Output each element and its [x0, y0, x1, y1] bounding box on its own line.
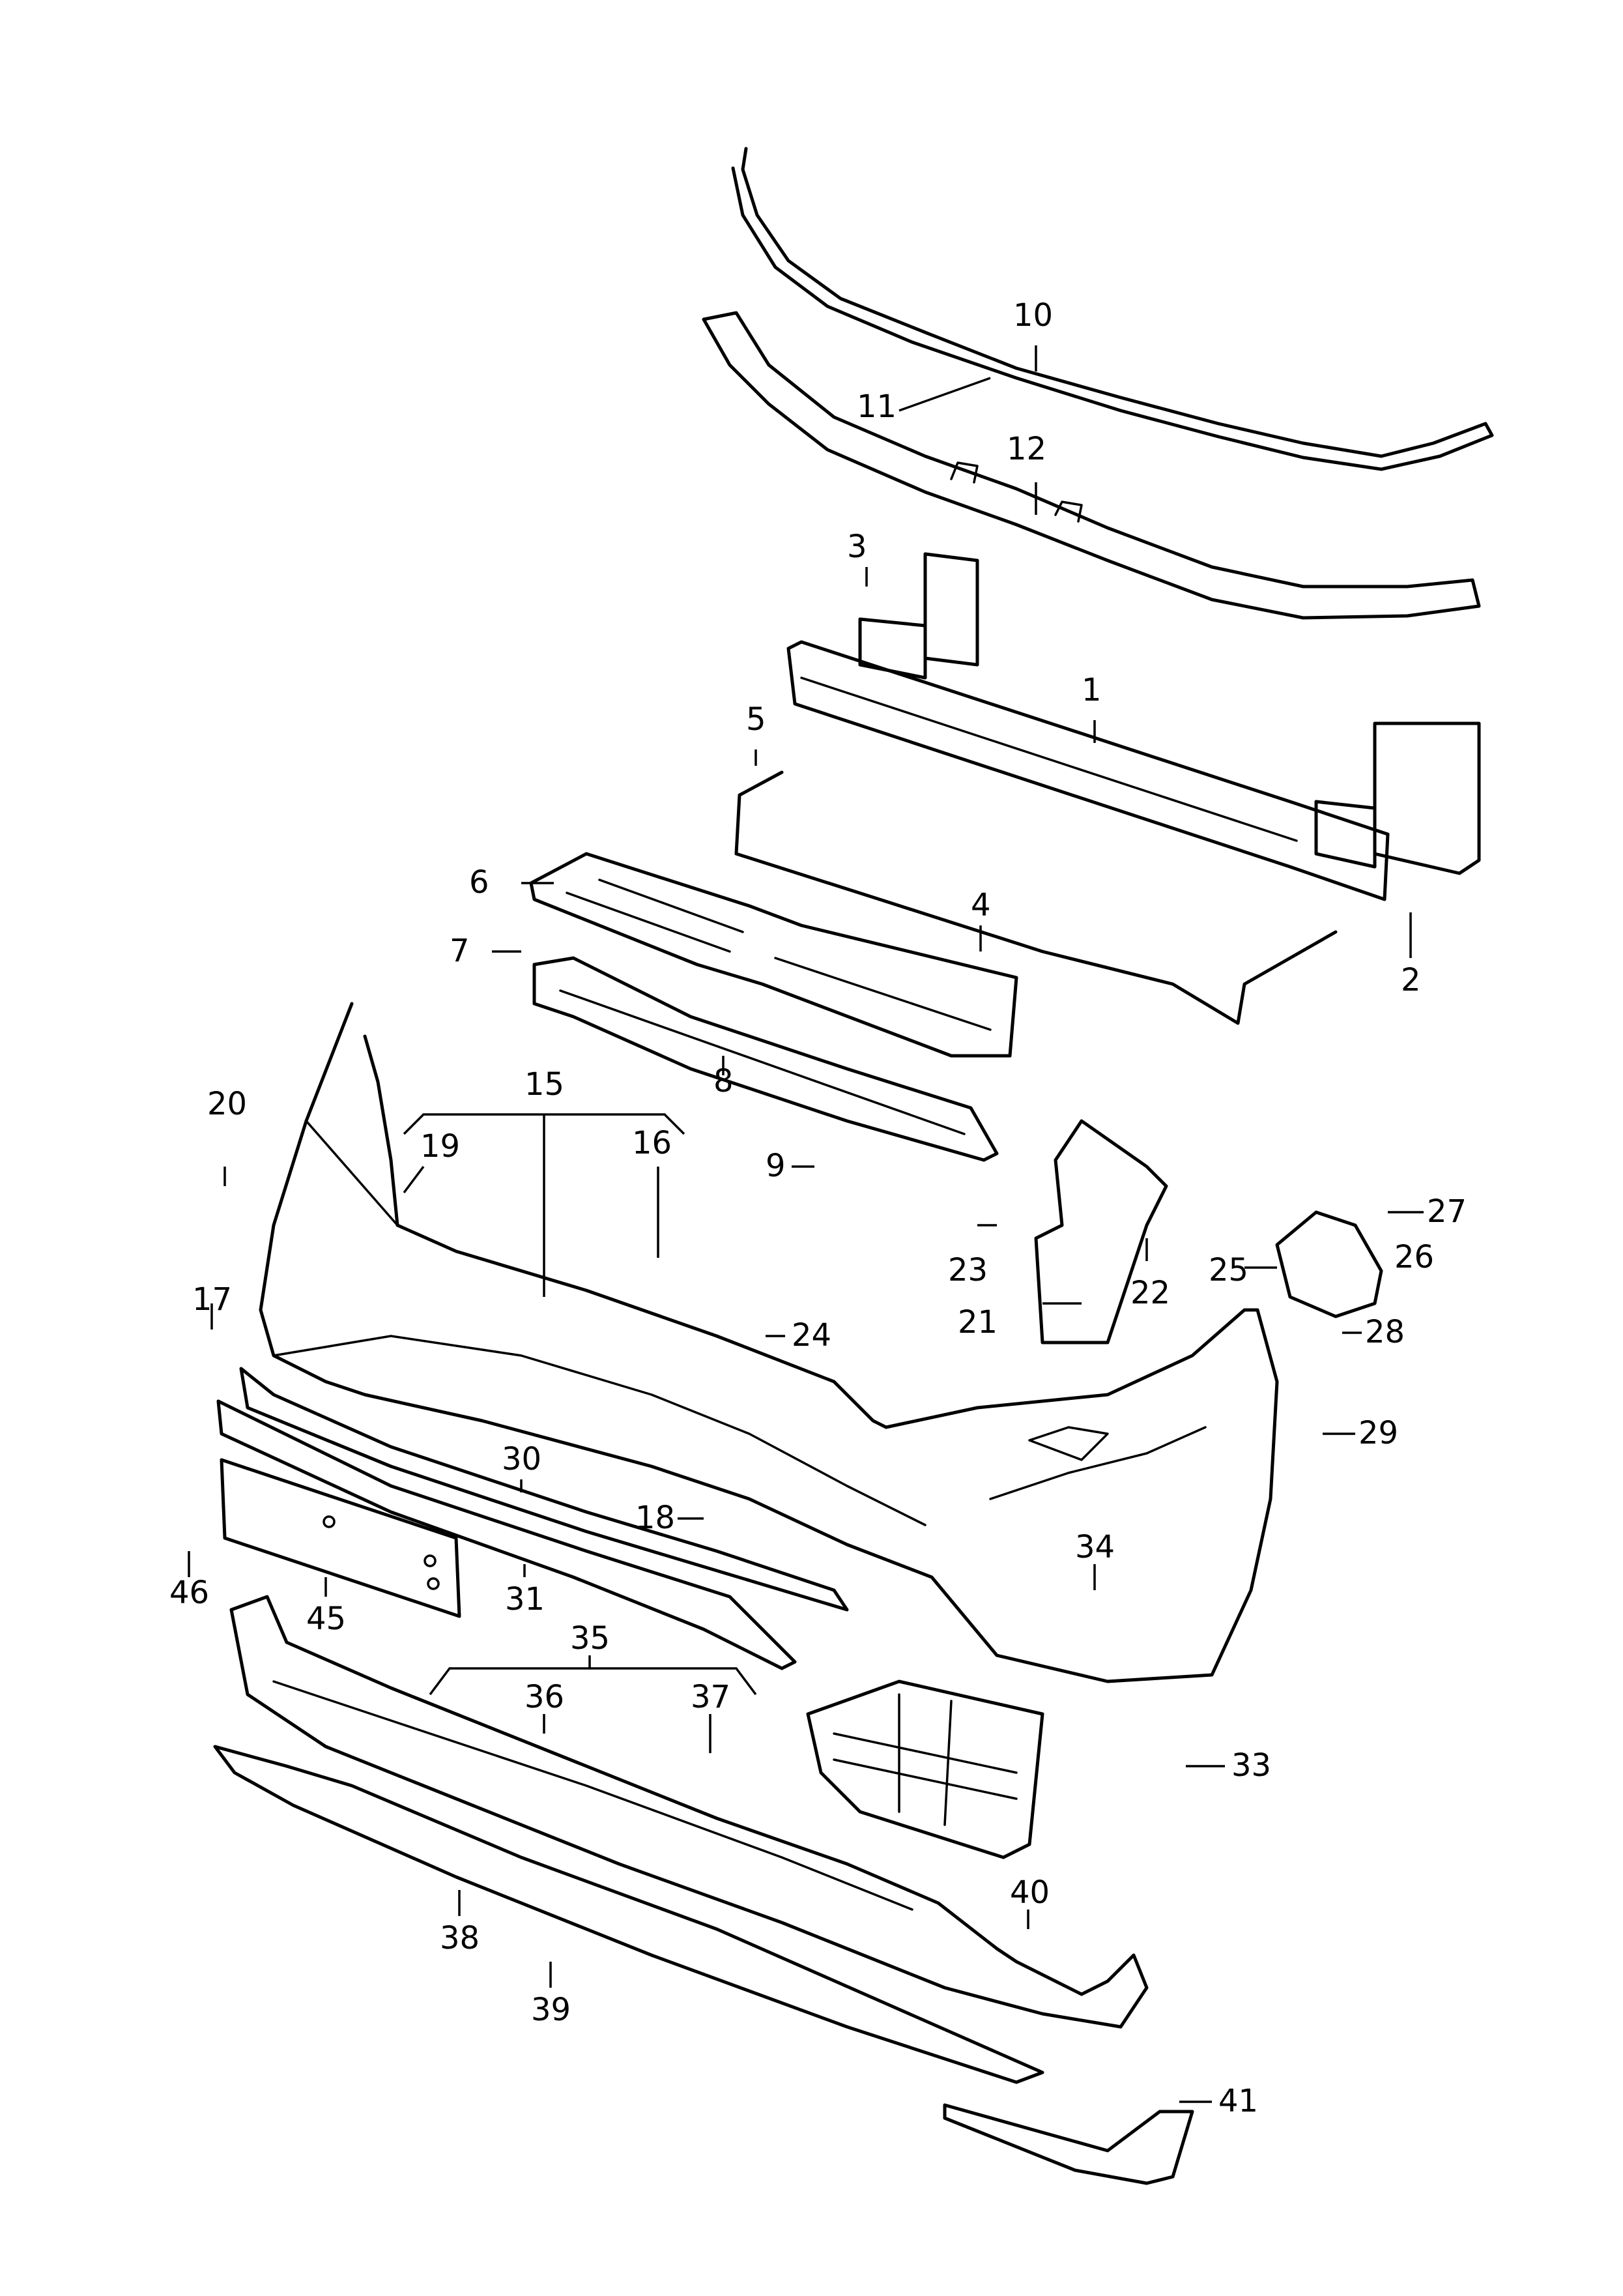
part-41-side-trim: [943, 2103, 1194, 2185]
part-15-bumper-cover: [259, 1002, 1279, 1683]
callout-39: 39: [531, 1992, 571, 2028]
callout-24: 24: [792, 1317, 831, 1354]
callout-27: 27: [1427, 1193, 1467, 1230]
callout-4: 4: [971, 887, 991, 923]
part-8-lower-absorber: [532, 956, 999, 1162]
callout-25: 25: [1209, 1252, 1248, 1288]
callout-5: 5: [746, 701, 766, 738]
part-38-spoiler: [213, 1745, 1044, 2084]
callout-38: 38: [440, 1920, 480, 1956]
callout-34: 34: [1075, 1529, 1115, 1565]
callout-26: 26: [1394, 1239, 1434, 1275]
callout-11: 11: [857, 388, 897, 425]
part-30-31-trim-strips: [216, 1367, 849, 1670]
callout-6: 6: [469, 864, 489, 901]
callout-23: 23: [948, 1252, 988, 1288]
part-33-fog-grille: [806, 1679, 1044, 1859]
callout-28: 28: [1365, 1314, 1405, 1350]
part-25-side-bracket: [1275, 1210, 1383, 1318]
callout-45: 45: [306, 1601, 346, 1637]
callout-12: 12: [1007, 431, 1046, 467]
callout-29: 29: [1358, 1415, 1398, 1451]
part-12-guide-profile: [702, 311, 1481, 620]
callout-2: 2: [1401, 962, 1421, 998]
part-4-wire-bracket: [734, 770, 1338, 1025]
callout-41: 41: [1218, 2083, 1258, 2119]
callout-17: 17: [192, 1281, 232, 1318]
part-21-side-bracket: [1034, 1119, 1168, 1344]
callout-31: 31: [505, 1581, 545, 1618]
callout-36: 36: [524, 1679, 564, 1715]
callout-30: 30: [502, 1441, 541, 1477]
callout-labels: 10 11 12 3 1 5 2 4 6 7 8 9 15 16 19 20 1…: [169, 297, 1467, 2119]
callout-35: 35: [570, 1620, 610, 1657]
callout-9: 9: [766, 1148, 786, 1184]
callout-3: 3: [847, 529, 867, 565]
callout-21: 21: [958, 1304, 998, 1341]
callout-22: 22: [1130, 1275, 1170, 1311]
callout-33: 33: [1231, 1747, 1271, 1784]
callout-15: 15: [524, 1066, 564, 1103]
callout-10: 10: [1013, 297, 1053, 334]
callout-20: 20: [207, 1086, 247, 1122]
callout-37: 37: [691, 1679, 730, 1715]
part-1-bumper-cross-member: [786, 552, 1481, 901]
leader-lines: [188, 345, 1424, 2103]
part-45-licence-plate-bracket: [220, 1458, 461, 1618]
callout-18: 18: [635, 1500, 675, 1536]
callout-19: 19: [420, 1128, 460, 1165]
callout-46: 46: [169, 1575, 209, 1611]
part-35-lower-grille: [229, 1595, 1149, 2029]
callout-8: 8: [713, 1063, 734, 1099]
callout-1: 1: [1082, 672, 1102, 708]
part-10-upper-carrier-strip: [731, 147, 1494, 471]
callout-7: 7: [450, 933, 470, 969]
part-6-impact-absorber: [529, 852, 1018, 1058]
callout-16: 16: [632, 1125, 672, 1161]
callout-40: 40: [1010, 1874, 1050, 1911]
